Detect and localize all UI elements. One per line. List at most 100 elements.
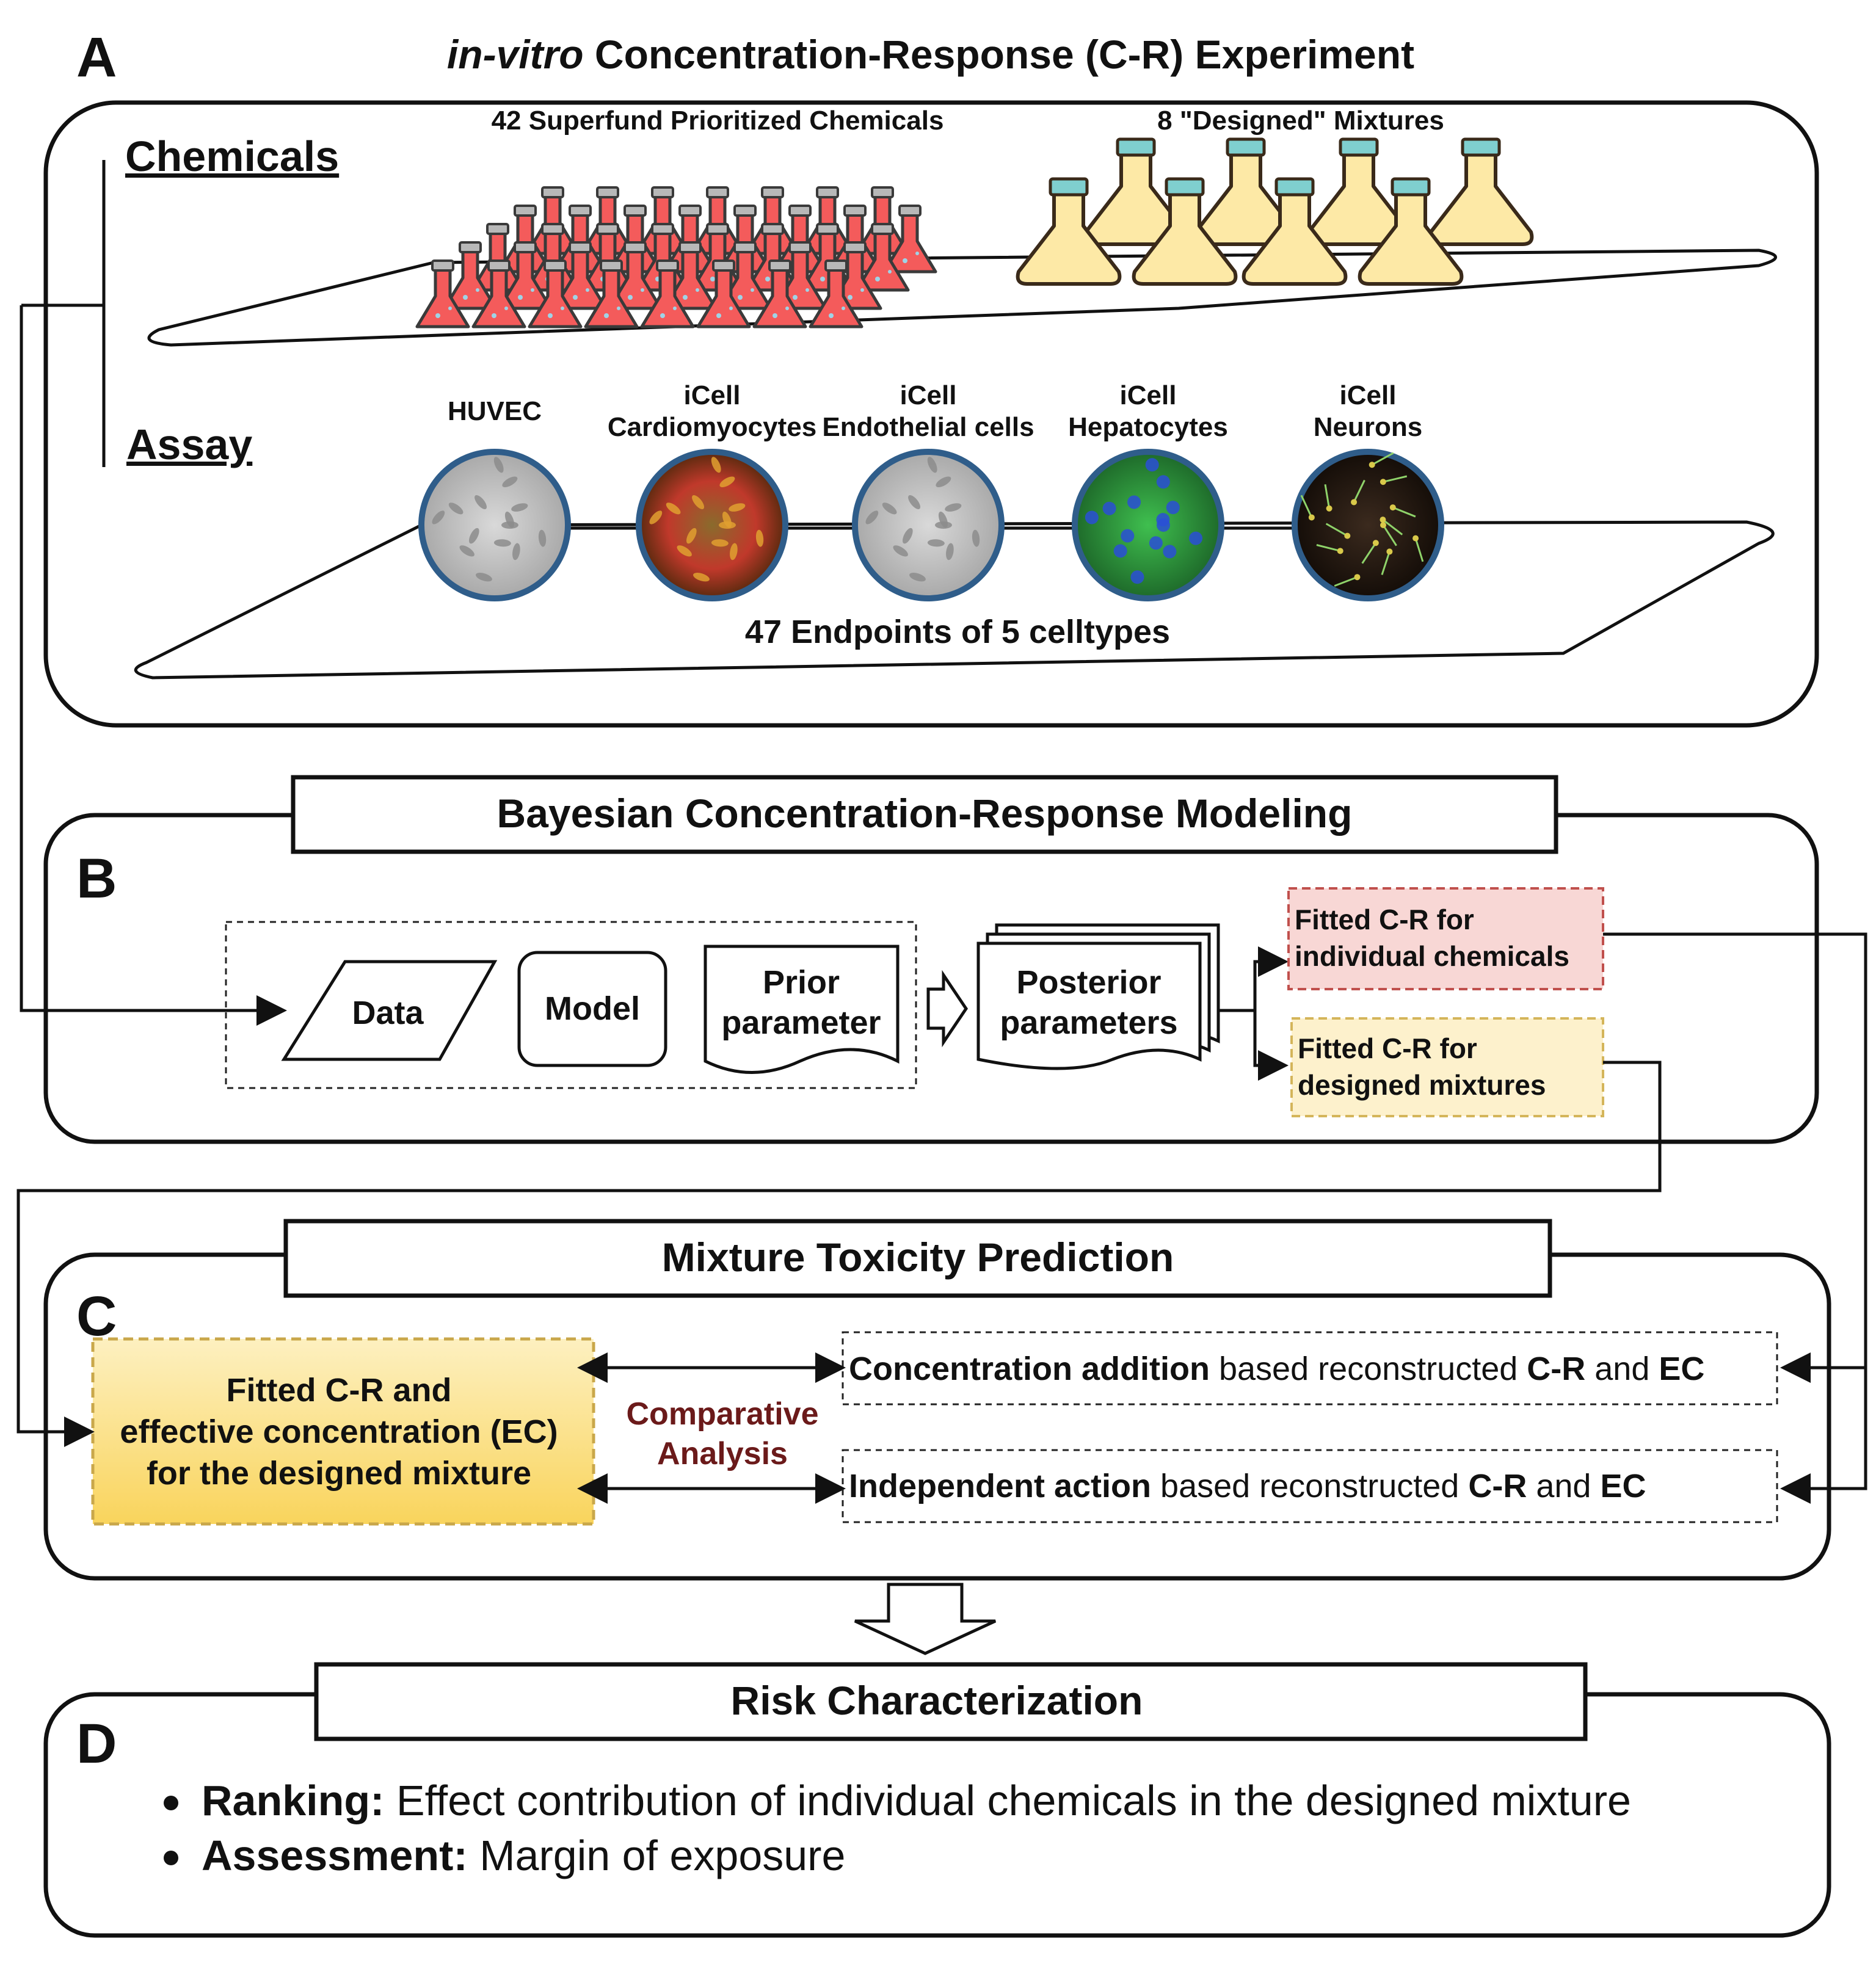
- cell-type-label-line1: iCell: [684, 380, 741, 410]
- cell-type-label-line1: iCell: [900, 380, 957, 410]
- ia-rest: based reconstructed: [1151, 1468, 1468, 1504]
- arrow-to-mixtures: [1253, 1010, 1289, 1081]
- cell-type-label-line2: Cardiomyocytes: [608, 412, 816, 442]
- panel-c-letter: C: [76, 1285, 117, 1348]
- chemical-flask: [752, 259, 807, 328]
- fitted-mixtures-line2: designed mixtures: [1298, 1069, 1546, 1101]
- cell-dishes: HUVECiCellCardiomyocytesiCellEndothelial…: [418, 380, 1444, 601]
- chemical-flask: [663, 241, 718, 310]
- bullet-assessment-bold: Assessment:: [202, 1832, 468, 1879]
- model-box: [517, 951, 667, 1067]
- prior-line1: Prior: [763, 964, 840, 1001]
- panel-c-title: Mixture Toxicity Prediction: [662, 1235, 1174, 1280]
- cell-type-label-line2: Neurons: [1314, 412, 1422, 442]
- chemical-flask: [855, 223, 910, 292]
- fitted-ec-line1: Fitted C-R and: [227, 1372, 452, 1409]
- panel-d-letter: D: [76, 1713, 117, 1775]
- fitted-mixtures-box: [1290, 1017, 1604, 1117]
- panel-a: A in-vitro Concentration-Response (C-R) …: [21, 26, 1819, 728]
- bullet-ranking-text: Effect contribution of individual chemic…: [384, 1777, 1631, 1824]
- comparative-line1: Comparative: [627, 1396, 819, 1432]
- panel-a-title: in-vitro Concentration-Response (C-R) Ex…: [447, 32, 1414, 77]
- huvec-dish: [418, 449, 571, 601]
- model-label: Model: [545, 990, 640, 1027]
- panel-d-title-box: [314, 1662, 1588, 1741]
- chemical-flask: [415, 259, 470, 328]
- panel-a-title-rest: Concentration-Response (C-R) Experiment: [584, 32, 1414, 77]
- panel-b-title: Bayesian Concentration-Response Modeling: [497, 791, 1353, 836]
- fitted-individual-line1: Fitted C-R for: [1295, 904, 1474, 935]
- ca-box: [842, 1331, 1778, 1406]
- fitted-ec-line3: for the designed mixture: [147, 1455, 531, 1492]
- panel-b-letter: B: [76, 847, 117, 910]
- mixtures-caption: 8 "Designed" Mixtures: [1157, 106, 1444, 136]
- chemical-flask: [640, 259, 695, 328]
- neurons-dish: [1292, 449, 1444, 601]
- panel-a-bracket: [21, 160, 106, 467]
- bullet-assessment: Assessment: Margin of exposure: [202, 1832, 845, 1879]
- connector-mixtures-to-ec: [16, 1061, 1662, 1447]
- mixture-flask: [1242, 177, 1348, 286]
- posterior-doc-front: [976, 941, 1202, 1070]
- inputs-group-dashed: [225, 921, 917, 1089]
- mixture-flask: [1358, 177, 1464, 286]
- hepatocytes-dish: [1072, 449, 1224, 601]
- ca-cr: C-R: [1527, 1351, 1585, 1387]
- panel-d-title: Risk Characterization: [731, 1678, 1143, 1723]
- panel-c: Mixture Toxicity Prediction C Fitted C-R…: [43, 1219, 1831, 1581]
- chemical-flask: [443, 241, 498, 310]
- chemicals-label: Chemicals: [125, 132, 339, 180]
- prior-document: [704, 945, 900, 1074]
- bullet-ranking-bold: Ranking:: [202, 1777, 384, 1824]
- endothelial-dish: [852, 449, 1005, 601]
- assay-label: Assay: [126, 421, 252, 468]
- arrow-to-individual: [1218, 946, 1289, 1012]
- bullet-dot: [164, 1796, 178, 1810]
- hollow-arrow-right: [926, 970, 969, 1048]
- posterior-line1: Posterior: [1016, 964, 1161, 1001]
- ca-and: and: [1585, 1351, 1659, 1387]
- bullet-ranking: Ranking: Effect contribution of individu…: [202, 1777, 1631, 1824]
- panel-b-title-box: [291, 775, 1558, 854]
- prior-line2: parameter: [721, 1004, 881, 1041]
- chemicals-caption: 42 Superfund Prioritized Chemicals: [492, 106, 944, 136]
- cell-type-label-line2: Hepatocytes: [1068, 412, 1228, 442]
- connector-individual-to-ia: [1603, 932, 1867, 1504]
- cell-type-label-line2: HUVEC: [448, 396, 542, 426]
- mixture-flasks: [1016, 137, 1534, 286]
- chemical-flask: [471, 259, 526, 328]
- ca-rest: based reconstructed: [1210, 1351, 1527, 1387]
- cell-type-label-line1: iCell: [1120, 380, 1177, 410]
- chemical-flask: [528, 259, 583, 328]
- ia-bold: Independent action: [849, 1468, 1151, 1504]
- ia-and: and: [1527, 1468, 1600, 1504]
- data-shape: [281, 960, 498, 1061]
- chemical-flask: [882, 205, 937, 274]
- cardiomyocytes-dish: [636, 449, 788, 601]
- chemical-flask: [584, 259, 639, 328]
- panel-d: Risk Characterization D Ranking: Effect …: [43, 1662, 1831, 1938]
- panel-c-title-box: [283, 1219, 1552, 1298]
- connector-a-to-data: [20, 305, 287, 1026]
- chemical-flask: [608, 241, 663, 310]
- mixture-flask: [1016, 177, 1122, 286]
- ia-box: [842, 1449, 1778, 1523]
- ia-cr: C-R: [1468, 1468, 1527, 1504]
- ca-bold: Concentration addition: [849, 1351, 1210, 1387]
- fitted-individual-line2: individual chemicals: [1295, 940, 1569, 972]
- posterior-line2: parameters: [1000, 1004, 1177, 1041]
- bullet-dot: [164, 1851, 178, 1865]
- chemical-flask: [809, 259, 863, 328]
- bullet-assessment-text: Margin of exposure: [468, 1832, 846, 1879]
- ca-ec: EC: [1659, 1351, 1704, 1387]
- cell-type-label-line1: iCell: [1340, 380, 1397, 410]
- ia-ec: EC: [1600, 1468, 1646, 1504]
- panel-b: Bayesian Concentration-Response Modeling…: [43, 775, 1819, 1144]
- panel-a-letter: A: [76, 26, 117, 89]
- data-label: Data: [352, 995, 424, 1031]
- fitted-mixtures-line1: Fitted C-R for: [1298, 1032, 1477, 1064]
- chemical-flask: [696, 259, 751, 328]
- cell-type-label-line2: Endothelial cells: [822, 412, 1034, 442]
- comparative-line2: Analysis: [657, 1436, 788, 1471]
